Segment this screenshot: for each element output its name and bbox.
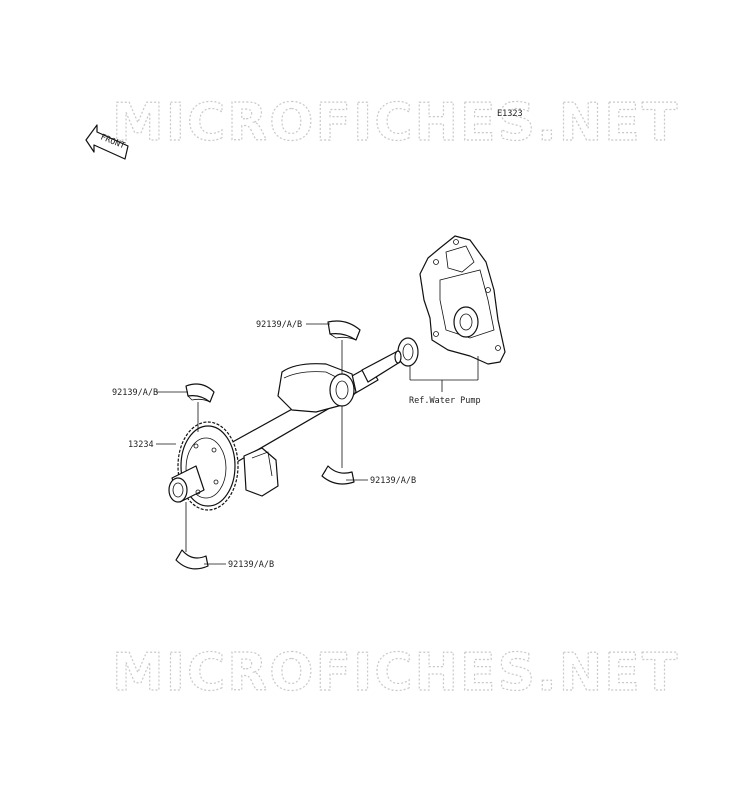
label-water-pump-ref: Ref.Water Pump — [409, 396, 481, 406]
leader-lines — [156, 323, 479, 565]
bearing-shell-right — [321, 465, 355, 485]
label-gear: 13234 — [128, 440, 154, 450]
figure-code: E1323 — [497, 109, 523, 119]
label-bearing-left: 92139/A/B — [112, 388, 158, 398]
front-arrow-icon: FRONT — [85, 124, 129, 160]
label-bearing-bottom: 92139/A/B — [228, 560, 274, 570]
label-bearing-top: 92139/A/B — [256, 320, 302, 330]
watermark-top: MICROFICHES.NET — [112, 93, 679, 153]
oil-seal — [397, 337, 419, 367]
label-bearing-right: 92139/A/B — [370, 476, 416, 486]
balancer-gear — [168, 421, 239, 511]
bearing-shell-left — [185, 383, 215, 403]
water-pump-cover — [419, 235, 506, 365]
watermark-bottom: MICROFICHES.NET — [112, 643, 679, 703]
bearing-shell-bottom — [175, 549, 209, 570]
bearing-shell-top — [327, 320, 361, 341]
